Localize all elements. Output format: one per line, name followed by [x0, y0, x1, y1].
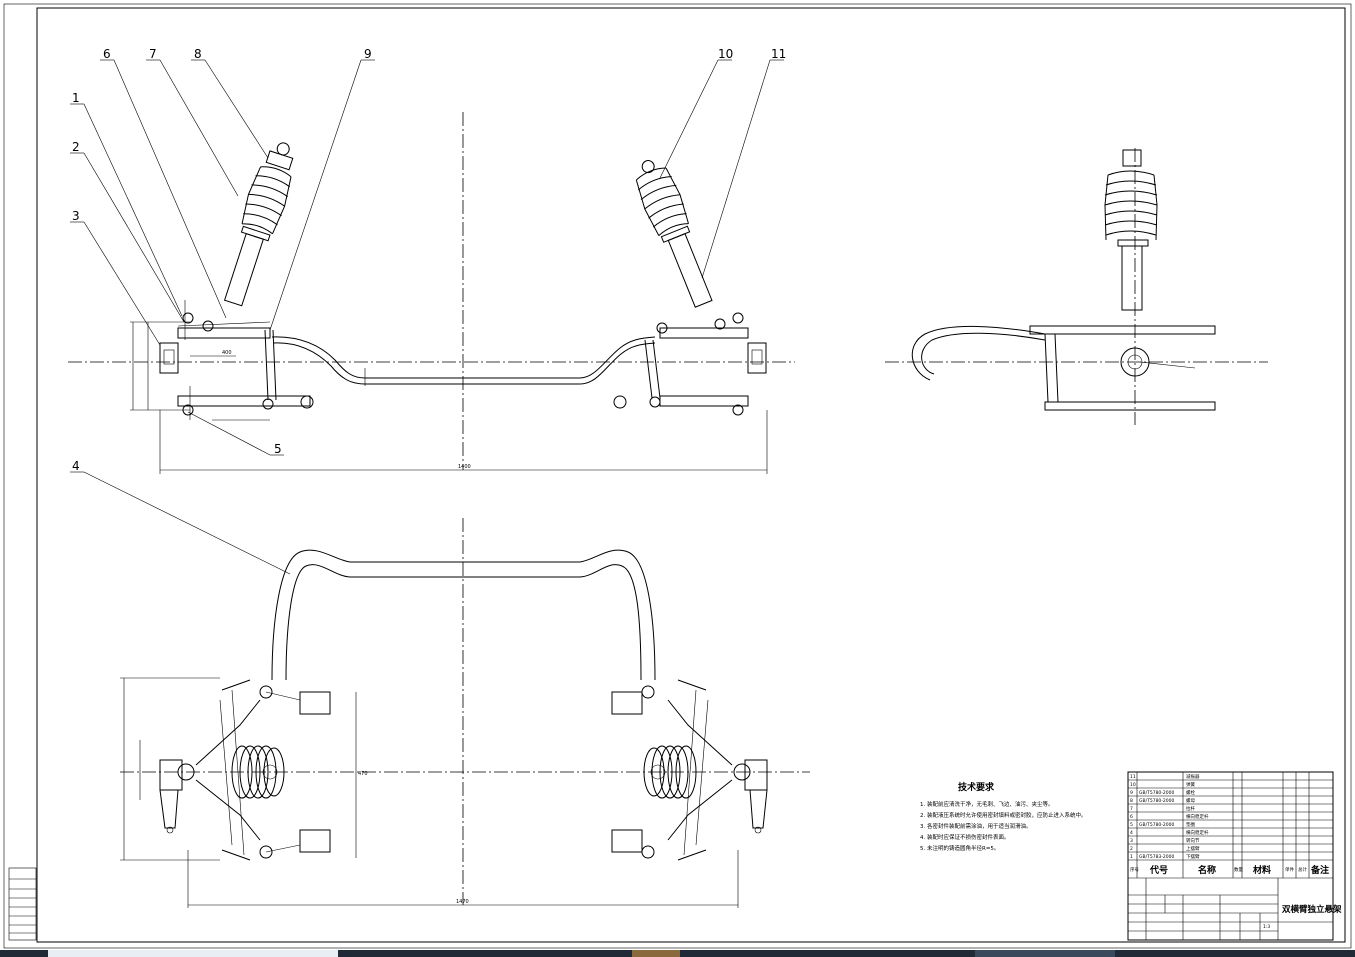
- part-row-4-name: 横向稳定杆: [1186, 829, 1209, 836]
- title-block: 11 减振器 10 弹簧 9 GB/T5780-2000 螺栓 8 GB/T57…: [1127, 771, 1342, 941]
- part-row-6-no: 6: [1130, 814, 1133, 820]
- balloon-8: 8: [194, 47, 202, 61]
- part-row-8-code: GB/T5780-2000: [1139, 798, 1175, 804]
- left-stamp-table: [8, 867, 37, 941]
- part-row-7-no: 7: [1130, 806, 1133, 812]
- header-qty: 数量: [1234, 866, 1243, 873]
- part-row-9-name: 螺栓: [1186, 789, 1195, 796]
- dim-overall-front: 1400: [458, 464, 471, 470]
- top-view: 1470 470: [120, 518, 810, 908]
- tech-req-item-1: 1. 装配前应清洗干净，无毛刺、飞边、油污、夹尘等。: [920, 800, 1054, 808]
- part-row-1-code: GB/T5783-2000: [1139, 854, 1175, 860]
- header-total: 总计: [1298, 866, 1307, 873]
- taskbar: [0, 950, 1355, 957]
- inner-frame: [36, 7, 1346, 943]
- taskbar-item-1[interactable]: [48, 950, 338, 957]
- part-row-10-no: 10: [1130, 782, 1136, 788]
- dim-sub-front: 400: [222, 350, 232, 356]
- part-row-8-name: 螺母: [1186, 797, 1195, 804]
- balloon-1: 1: [72, 91, 80, 105]
- outer-frame: [3, 3, 1352, 949]
- part-row-10-name: 弹簧: [1186, 781, 1195, 788]
- technical-requirements: 技术要求 1. 装配前应清洗干净，无毛刺、飞边、油污、夹尘等。 2. 装配液压系…: [920, 781, 1087, 852]
- part-row-2-name: 上摆臂: [1186, 845, 1200, 852]
- part-row-2-no: 2: [1130, 846, 1133, 852]
- part-row-11-name: 减振器: [1186, 773, 1200, 780]
- balloon-4: 4: [72, 459, 80, 473]
- part-row-9-no: 9: [1130, 790, 1133, 796]
- header-unit: 单件: [1285, 866, 1294, 873]
- drawing-scale: 1:3: [1263, 924, 1270, 930]
- tech-req-title: 技术要求: [958, 781, 995, 793]
- front-view: 1400 400: [68, 112, 795, 474]
- part-row-5-code: GB/T5780-2000: [1139, 822, 1175, 828]
- balloon-7: 7: [149, 47, 157, 61]
- taskbar-item-2[interactable]: [632, 950, 680, 957]
- part-row-1-name: 下摆臂: [1186, 853, 1200, 860]
- part-row-1-no: 1: [1130, 854, 1133, 860]
- part-row-8-no: 8: [1130, 798, 1133, 804]
- part-row-3-no: 3: [1130, 838, 1133, 844]
- side-view: [885, 148, 1268, 425]
- top-right-spring: [643, 745, 697, 799]
- part-row-11-no: 11: [1130, 774, 1136, 780]
- tech-req-item-4: 4. 装配时应保证不损伤密封件表面。: [920, 833, 1010, 841]
- part-row-7-name: 拉杆: [1186, 805, 1195, 812]
- header-remark: 备注: [1310, 864, 1329, 876]
- top-left-spring: [231, 745, 285, 799]
- tech-req-item-2: 2. 装配液压系统时允许使用密封填料或密封胶，应防止进入系统中。: [920, 811, 1087, 819]
- balloon-11: 11: [771, 47, 786, 61]
- dim-top-height: 470: [358, 771, 368, 777]
- balloon-5: 5: [274, 442, 282, 456]
- balloon-2: 2: [72, 140, 80, 154]
- header-material: 材料: [1252, 864, 1271, 876]
- balloon-3: 3: [72, 209, 80, 223]
- header-name: 名称: [1198, 864, 1216, 876]
- balloon-6: 6: [103, 47, 111, 61]
- part-row-5-name: 垫圈: [1186, 821, 1195, 828]
- balloon-10: 10: [718, 47, 733, 61]
- balloon-leaders: [70, 59, 784, 575]
- tech-req-item-5: 5. 未注明的铸造圆角半径R=5。: [920, 844, 999, 852]
- part-row-4-no: 4: [1130, 830, 1133, 836]
- part-row-9-code: GB/T5780-2000: [1139, 790, 1175, 796]
- dim-overall-top: 1470: [456, 899, 469, 905]
- taskbar-item-3[interactable]: [975, 950, 1115, 957]
- drawing-title: 双横臂独立悬架: [1282, 904, 1342, 915]
- header-code: 代号: [1149, 864, 1168, 876]
- part-row-6-name: 横向稳定杆: [1186, 813, 1209, 820]
- tech-req-item-3: 3. 各密封件装配前需涂油，用于适当润滑油。: [920, 822, 1032, 830]
- header-seq: 序号: [1130, 866, 1139, 873]
- part-row-5-no: 5: [1130, 822, 1133, 828]
- part-row-3-name: 转向节: [1186, 837, 1200, 844]
- balloon-9: 9: [364, 47, 372, 61]
